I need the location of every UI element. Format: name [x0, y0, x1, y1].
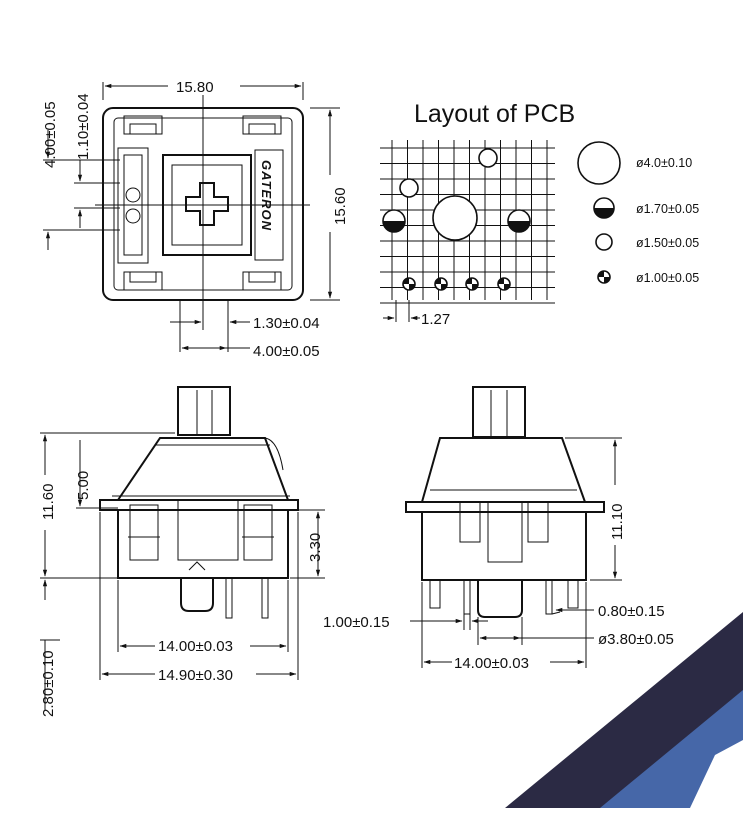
- side-left-inner-width-label: 14.00±0.03: [158, 638, 233, 655]
- side-left-total-height-label: 11.60: [40, 484, 57, 520]
- brand-logo-text: GATERON: [259, 160, 274, 231]
- pcb-half-hole-right: [507, 209, 531, 233]
- pcb-center-hole: [432, 195, 478, 241]
- pcb-title: Layout of PCB: [414, 100, 575, 128]
- pcb-half-hole-left: [382, 209, 406, 233]
- side-right-height-label: 11.10: [609, 504, 626, 540]
- side-right-width-label: 14.00±0.03: [454, 655, 529, 672]
- top-bottom-outer-label: 4.00±0.05: [253, 343, 320, 360]
- side-left-pin-length-label: 2.80±0.10: [40, 650, 57, 717]
- corner-decoration: [505, 612, 743, 808]
- top-bottom-inner-label: 1.30±0.04: [253, 315, 320, 332]
- legend-label-half: ø1.70±0.05: [636, 202, 699, 216]
- top-left-inner-label: 1.10±0.04: [75, 93, 92, 160]
- pcb-small-hole: [497, 277, 511, 291]
- pcb-led-hole-top: [478, 148, 498, 168]
- pcb-small-hole: [434, 277, 448, 291]
- legend-label-open-small: ø1.50±0.05: [636, 236, 699, 250]
- legend-label-quarter: ø1.00±0.05: [636, 271, 699, 285]
- pcb-small-hole: [465, 277, 479, 291]
- top-width-label: 15.80: [176, 79, 214, 96]
- pcb-small-hole: [402, 277, 416, 291]
- pcb-small-holes: [402, 277, 511, 291]
- side-right-pin-gap-label: 1.00±0.15: [323, 614, 390, 631]
- side-left-outer-width-label: 14.90±0.30: [158, 667, 233, 684]
- legend-label-large: ø4.0±0.10: [636, 156, 692, 170]
- side-view-left: 11.60 5.00 2.80±0.10 3.30 14.00±0.03 14.…: [40, 386, 325, 717]
- side-right-peg-dia-label: ø3.80±0.05: [598, 631, 674, 648]
- side-left-lower-height-label: 3.30: [307, 533, 324, 562]
- side-view-right: 11.10 1.00±0.15 0.80±0.15 ø3.80±0.05 14.…: [323, 386, 674, 672]
- top-left-outer-label: 4.00±0.05: [42, 101, 59, 168]
- top-view: GATERON 15.80 15.60 4.00±0.05 1.10±0.04: [42, 79, 349, 360]
- pcb-layout: Layout of PCB 1.27 ø4.0±0.10 ø1: [380, 100, 699, 328]
- pcb-led-hole-left: [399, 178, 419, 198]
- pcb-legend: ø4.0±0.10 ø1.70±0.05 ø1.50±0.05 ø1.00±0.…: [577, 141, 699, 285]
- pcb-pitch-label: 1.27: [421, 311, 450, 328]
- side-right-pin-dia-label: 0.80±0.15: [598, 603, 665, 620]
- side-left-upper-height-label: 5.00: [75, 471, 92, 500]
- top-height-label: 15.60: [332, 187, 349, 225]
